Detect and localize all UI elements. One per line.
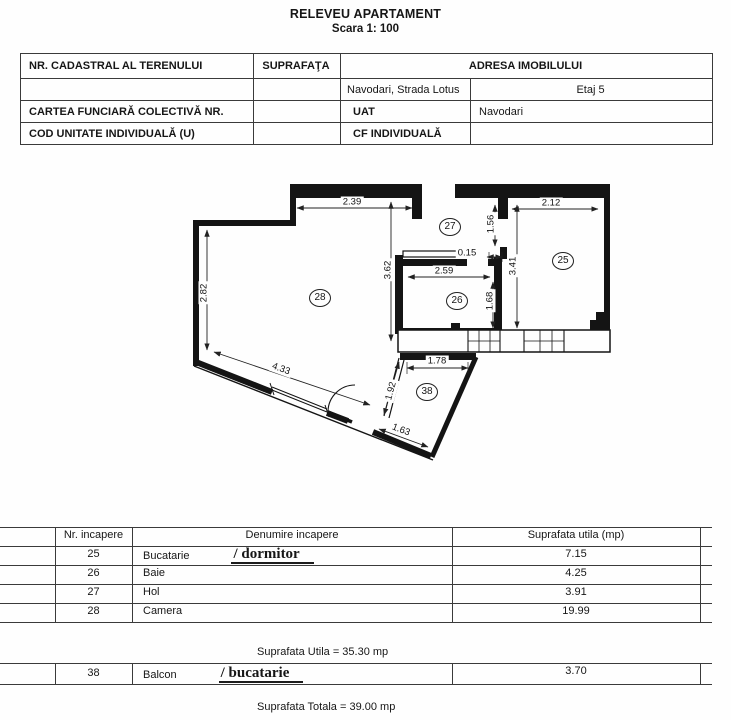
dim-label: 2.39 <box>340 196 364 208</box>
room-name-text: Bucatarie <box>143 550 190 562</box>
col-header-suprafata: Suprafata utila (mp) <box>527 529 625 541</box>
room-nr: 28 <box>87 605 100 617</box>
page-title: RELEVEU APARTAMENT <box>289 7 442 21</box>
subtotal-text: Suprafata Utila = 35.30 mp <box>257 646 389 658</box>
scale-subtitle: Scara 1: 100 <box>331 23 400 35</box>
cod-unitate-label: COD UNITATE INDIVIDUALĂ (U) <box>20 122 254 145</box>
room-area: 19.99 <box>562 605 590 617</box>
dim-label: 1.68 <box>484 289 496 313</box>
dim-label: 0.15 <box>455 247 479 259</box>
room-nr: 38 <box>87 667 100 679</box>
room-number-27: 27 <box>439 218 461 236</box>
table-row: 25 Bucatarie / dormitor 7.15 <box>0 546 712 565</box>
room-number-25: 25 <box>552 252 574 270</box>
uat-value: Navodari <box>469 100 714 123</box>
diagonal-walls <box>193 355 479 461</box>
room-area: 3.91 <box>565 586 587 598</box>
room-nr: 25 <box>87 548 100 560</box>
room-number-28: 28 <box>309 289 331 307</box>
table-row: 38 Balcon / bucatarie 3.70 <box>0 663 712 684</box>
room-name-text: Balcon <box>143 669 177 681</box>
room-nr: 26 <box>87 567 100 579</box>
table-header-row: Nr. incapere Denumire incapere Suprafata… <box>0 527 712 546</box>
room-area: 7.15 <box>565 548 587 560</box>
room-number-26: 26 <box>446 292 468 310</box>
handwritten-annotation: / dormitor <box>231 547 314 564</box>
table-row: 26 Baie 4.25 <box>0 565 712 584</box>
extension-ticks <box>406 252 503 374</box>
room-area: 3.70 <box>565 665 587 677</box>
col-header-nr: Nr. incapere <box>63 529 124 541</box>
handwritten-annotation: / bucatarie <box>218 666 304 683</box>
room-area: 4.25 <box>565 567 587 579</box>
table-row: 28 Camera 19.99 <box>0 603 712 622</box>
balcony-row-block: 38 Balcon / bucatarie 3.70 <box>0 663 731 685</box>
dim-label: 1.56 <box>485 212 497 236</box>
dim-label: 2.82 <box>198 281 210 305</box>
dim-label: 3.62 <box>382 258 394 282</box>
table-row: 27 Hol 3.91 <box>0 584 712 603</box>
address-value: Navodari, Strada Lotus <box>340 78 471 101</box>
col-header-denumire: Denumire incapere <box>245 529 339 541</box>
room-number-38: 38 <box>416 383 438 401</box>
room-name: Hol <box>143 586 160 598</box>
dim-label: 2.12 <box>539 197 563 209</box>
window-band <box>397 329 611 353</box>
room-nr: 27 <box>87 586 100 598</box>
room-name: Baie <box>143 567 166 579</box>
dim-label: 3.41 <box>507 254 519 278</box>
room-name: Balcon / bucatarie <box>143 666 304 684</box>
room-name: Camera <box>143 605 183 617</box>
room-name: Bucatarie / dormitor <box>143 547 314 565</box>
cf-individuala-value <box>469 122 714 145</box>
cf-individuala-label: CF INDIVIDUALĂ <box>340 122 471 145</box>
total-text: Suprafata Totala = 39.00 mp <box>257 701 396 713</box>
dim-label: 1.78 <box>425 355 449 367</box>
carte-funciara-label: CARTEA FUNCIARĂ COLECTIVĂ NR. <box>20 100 254 123</box>
header-info-table: NR. CADASTRAL AL TERENULUI SUPRAFAŢA ADR… <box>20 53 714 145</box>
dim-label: 2.59 <box>432 265 456 277</box>
